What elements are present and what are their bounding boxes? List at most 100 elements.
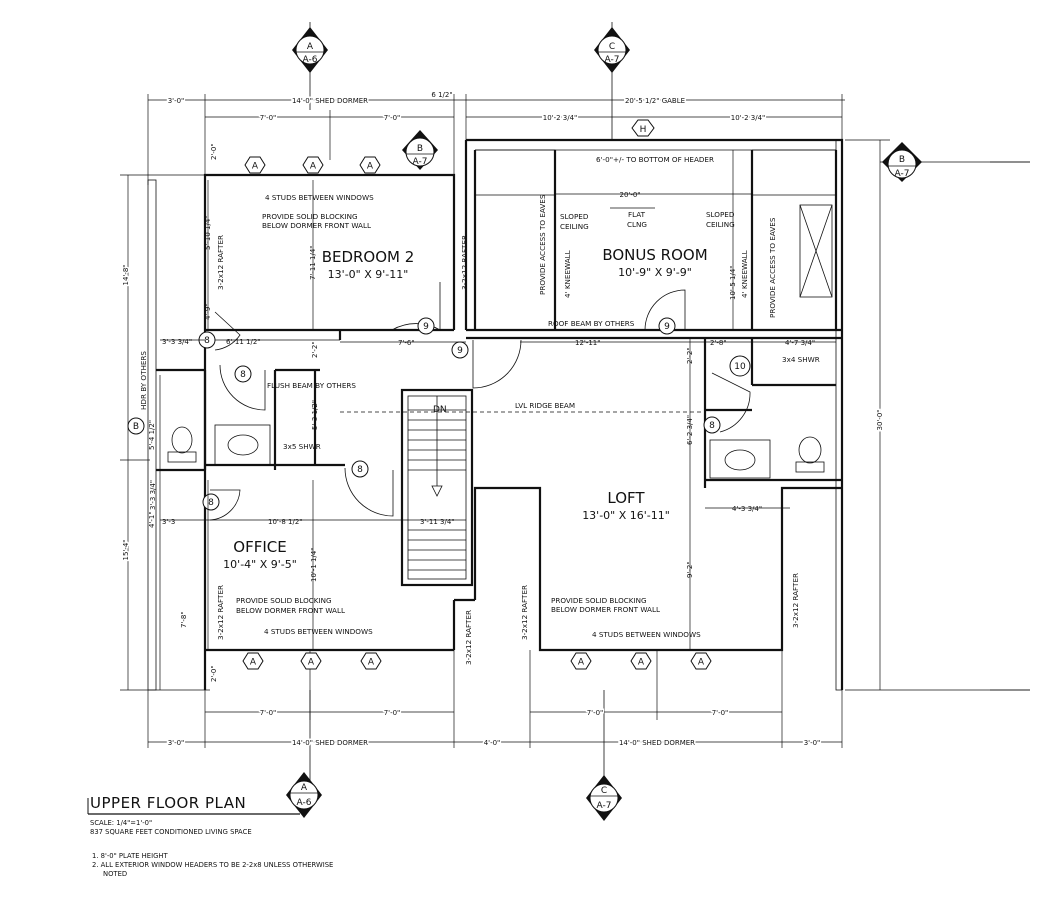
dim-bottom-3ft-right: 3'-0" [804, 739, 821, 747]
room-bedroom2-name: BEDROOM 2 [322, 248, 415, 266]
dim-bottom-shed-left: 14'-0" SHED DORMER [292, 739, 368, 747]
room-office-size: 10'-4" X 9'-5" [223, 558, 297, 571]
svg-text:H: H [640, 125, 647, 135]
dim-bottom2-d: 7'-0" [712, 709, 729, 717]
section-marker-b-right[interactable]: B A-7 [880, 142, 1030, 182]
svg-text:9: 9 [664, 322, 670, 332]
section-marker-a-top[interactable]: A A-6 [292, 22, 328, 110]
dim-bottom-3ft-left: 3'-0" [168, 739, 185, 747]
window-tag-a-8: A [630, 652, 652, 670]
window-tags[interactable]: A A A A A A A A A [242, 156, 712, 670]
svg-text:ROOF BEAM BY OTHERS: ROOF BEAM BY OTHERS [548, 319, 635, 328]
svg-text:3-2x12 RAFTER: 3-2x12 RAFTER [791, 573, 800, 628]
window-tag-a-2: A [302, 156, 324, 174]
section-marker-c-top[interactable]: C A-7 [594, 22, 630, 140]
fixtures [167, 204, 833, 479]
door-tag-9-a: 9 [417, 317, 435, 335]
svg-text:CEILING: CEILING [560, 222, 589, 231]
section-c-top-sheet: A-7 [605, 55, 620, 65]
svg-text:5'-4 1/2": 5'-4 1/2" [148, 420, 156, 450]
doors[interactable] [209, 282, 751, 521]
room-bonus-size: 10'-9" X 9'-9" [618, 266, 692, 279]
svg-text:8: 8 [240, 370, 246, 380]
section-c-bottom-sheet: A-7 [597, 801, 612, 811]
svg-text:3-2x12 RAFTER: 3-2x12 RAFTER [216, 585, 225, 640]
svg-text:12'-11": 12'-11" [575, 339, 600, 347]
top-dimensions: 3'-0" 14'-0" SHED DORMER 6 1/2" 20'-5 1/… [147, 90, 845, 185]
section-a-top-sheet: A-6 [303, 55, 318, 65]
window-tag-a-3: A [359, 156, 381, 174]
window-tag-a-1: A [244, 156, 266, 174]
svg-text:3'-3 3/4": 3'-3 3/4" [162, 338, 192, 346]
svg-text:A: A [638, 658, 645, 668]
svg-text:6'-2 3/4": 6'-2 3/4" [686, 415, 694, 445]
room-loft-size: 13'-0" X 16'-11" [582, 509, 670, 522]
svg-text:A: A [698, 658, 705, 668]
svg-text:5'-10 1/4": 5'-10 1/4" [204, 215, 212, 250]
section-marker-a-bottom[interactable]: A A-6 [286, 690, 322, 818]
svg-text:9: 9 [457, 346, 463, 356]
door-tag-8-d: 8 [202, 493, 220, 511]
svg-text:8: 8 [709, 421, 715, 431]
window-tag-a-4: A [242, 652, 264, 670]
svg-text:A: A [252, 162, 259, 172]
section-b-right-letter: B [899, 155, 905, 165]
svg-text:PROVIDE SOLID BLOCKING: PROVIDE SOLID BLOCKING [551, 596, 647, 605]
svg-text:SLOPED: SLOPED [706, 210, 735, 219]
window-tag-a-7: A [570, 652, 592, 670]
svg-text:6'-11 1/2": 6'-11 1/2" [226, 338, 261, 346]
svg-text:BELOW DORMER FRONT WALL: BELOW DORMER FRONT WALL [236, 606, 345, 615]
svg-text:4 STUDS BETWEEN WINDOWS: 4 STUDS BETWEEN WINDOWS [265, 193, 374, 202]
section-c-bottom-letter: C [601, 786, 607, 796]
svg-text:A: A [578, 658, 585, 668]
svg-text:4'-3 3/4": 4'-3 3/4" [732, 505, 762, 513]
svg-text:4 STUDS BETWEEN WINDOWS: 4 STUDS BETWEEN WINDOWS [592, 630, 701, 639]
section-marker-c-bottom[interactable]: C A-7 [586, 690, 622, 821]
window-tag-a-6: A [360, 652, 382, 670]
dim-bottom-shed-right: 14'-0" SHED DORMER [619, 739, 695, 747]
svg-text:2'-0": 2'-0" [210, 665, 218, 682]
svg-text:FLAT: FLAT [628, 210, 646, 219]
svg-text:2'-0": 2'-0" [210, 143, 218, 160]
room-bedroom2-size: 13'-0" X 9'-11" [328, 268, 409, 281]
svg-text:6'-0"+/- TO BOTTOM OF HEADER: 6'-0"+/- TO BOTTOM OF HEADER [596, 155, 714, 164]
dim-left-lower: 15'-4" [122, 539, 130, 560]
walls [147, 138, 844, 691]
svg-text:PROVIDE ACCESS TO EAVES: PROVIDE ACCESS TO EAVES [768, 217, 777, 318]
svg-text:4' KNEEWALL: 4' KNEEWALL [563, 250, 572, 298]
svg-text:DN: DN [433, 405, 447, 415]
hdr-tag-b: B [127, 417, 145, 435]
svg-text:CLNG: CLNG [627, 220, 647, 229]
dim-left-upper: 14'-8" [122, 264, 130, 285]
svg-text:20'-0": 20'-0" [619, 191, 640, 199]
dim-top2-b: 7'-0" [384, 114, 401, 122]
stair-treads [408, 396, 466, 571]
window-tag-a-5: A [300, 652, 322, 670]
svg-text:8: 8 [204, 336, 210, 346]
room-bonus-name: BONUS ROOM [602, 246, 707, 264]
section-a-top-letter: A [307, 42, 314, 52]
svg-text:7'-11 1/4": 7'-11 1/4" [309, 245, 317, 280]
svg-text:3-2x12 RAFTER: 3-2x12 RAFTER [460, 235, 469, 290]
svg-text:3'-3 3/4": 3'-3 3/4" [149, 480, 157, 510]
dim-top2-a: 7'-0" [260, 114, 277, 122]
svg-text:A: A [368, 658, 375, 668]
dim-right-30ft: 30'-0" [876, 409, 884, 430]
left-dimensions: 14'-8" 15'-4" [120, 174, 210, 691]
svg-text:10'-5 1/4": 10'-5 1/4" [729, 265, 737, 300]
bottom-dimensions: 7'-0" 7'-0" 7'-0" 7'-0" 3'-0" 14'-0" SHE… [147, 650, 843, 749]
door-tags[interactable]: 8 8 8 8 8 9 9 9 10 B [127, 317, 751, 511]
svg-text:3-2x12 RAFTER: 3-2x12 RAFTER [216, 235, 225, 290]
door-tag-9-b: 9 [451, 341, 469, 359]
svg-text:2'-2": 2'-2" [311, 341, 319, 358]
section-b-top-letter: B [417, 144, 423, 154]
gable-tag-h[interactable]: H [631, 119, 655, 137]
svg-text:8: 8 [208, 498, 214, 508]
interior-dimensions: 2'-0" 5'-10 1/4" 4'-9" 7'-11 1/4" 3'-3 3… [148, 143, 836, 690]
svg-text:SLOPED: SLOPED [560, 212, 589, 221]
dim-bottom2-a: 7'-0" [260, 709, 277, 717]
section-marker-b-top[interactable]: B A-7 [402, 130, 438, 170]
svg-text:10'-8 1/2": 10'-8 1/2" [268, 518, 303, 526]
svg-text:B: B [133, 422, 139, 432]
